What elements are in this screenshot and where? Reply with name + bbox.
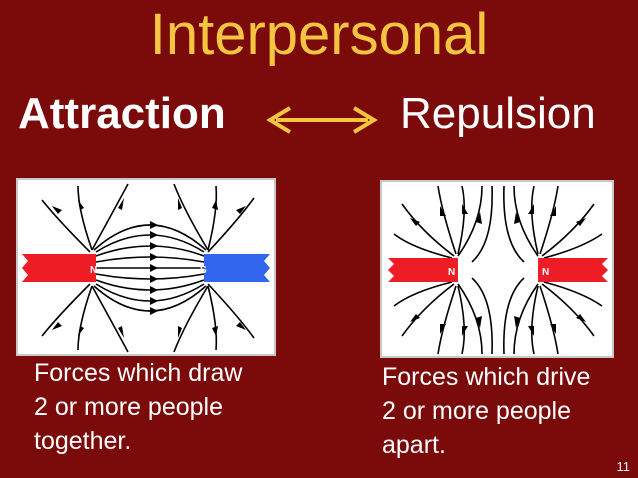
attraction-diagram: N S — [16, 178, 276, 356]
attraction-caption: Forces which draw 2 or more people toget… — [34, 356, 284, 458]
repulsion-caption-line: 2 or more people — [382, 397, 572, 425]
north-pole-label: N — [90, 265, 97, 276]
south-pole-label: S — [200, 265, 207, 276]
double-arrow-icon — [266, 106, 378, 134]
repulsion-heading: Repulsion — [400, 89, 596, 138]
page-number: 11 — [616, 459, 631, 474]
attraction-caption-line: Forces which draw — [34, 359, 243, 387]
repulsion-caption: Forces which drive 2 or more people apar… — [382, 360, 632, 462]
repulsion-caption-line: apart. — [382, 431, 446, 459]
attraction-heading: Attraction — [18, 89, 226, 138]
left-north-pole-label: N — [448, 267, 455, 278]
right-north-pole-label: N — [542, 267, 549, 278]
attraction-caption-line: together. — [34, 427, 132, 455]
repulsion-diagram: N N — [380, 180, 614, 358]
attraction-field-lines: N S — [22, 183, 270, 353]
repulsion-caption-line: Forces which drive — [382, 363, 591, 391]
slide-title: Interpersonal — [149, 2, 489, 67]
repulsion-field-lines: N N — [388, 185, 608, 355]
attraction-caption-line: 2 or more people — [34, 393, 224, 421]
